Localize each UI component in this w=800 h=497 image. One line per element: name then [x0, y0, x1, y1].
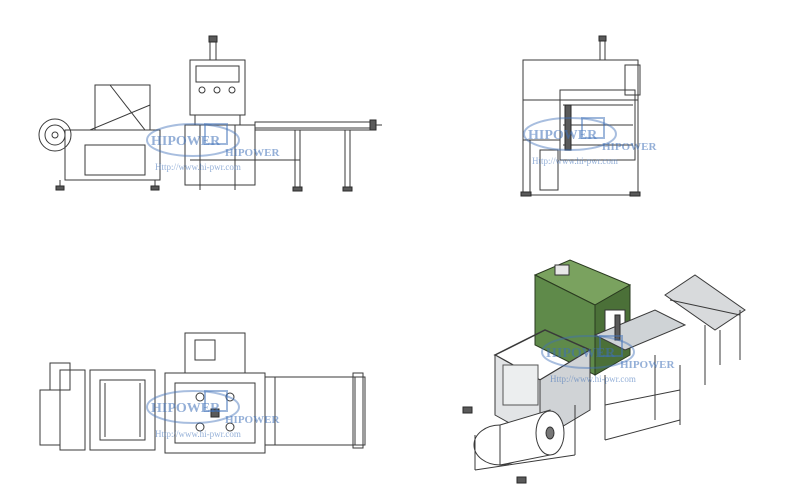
watermark-url: Http://www.hi-pwr.com [155, 429, 241, 439]
side-view [515, 30, 655, 200]
isometric-view [455, 255, 755, 490]
hipower-logo: HIPOWER HIPOWER Http://www.hi-pwr.com [541, 335, 675, 384]
hipower-logo: HIPOWER HIPOWER Http://www.hi-pwr.com [146, 123, 280, 172]
watermark-brand-left: HIPOWER [151, 134, 221, 149]
side-view-drawing [520, 35, 641, 197]
plan-view [35, 325, 375, 455]
watermark-url: Http://www.hi-pwr.com [532, 156, 618, 166]
watermark-iso: HIPOWER HIPOWER Http://www.hi-pwr.com [540, 330, 690, 386]
isometric-view-drawing [462, 259, 746, 484]
watermark-brand: HIPOWER [225, 147, 280, 159]
hipower-logo: HIPOWER HIPOWER Http://www.hi-pwr.com [523, 117, 657, 166]
hipower-logo: HIPOWER HIPOWER Http://www.hi-pwr.com [146, 390, 280, 439]
plan-view-drawing [39, 332, 366, 454]
watermark-url: Http://www.hi-pwr.com [550, 374, 636, 384]
watermark-brand: HIPOWER [620, 359, 675, 371]
watermark-brand-left: HIPOWER [151, 401, 221, 416]
watermark-front: HIPOWER HIPOWER Http://www.hi-pwr.com [145, 118, 295, 174]
watermark-side: HIPOWER HIPOWER Http://www.hi-pwr.com [522, 112, 672, 168]
watermark-plan: HIPOWER HIPOWER Http://www.hi-pwr.com [145, 385, 295, 441]
watermark-brand: HIPOWER [602, 141, 657, 153]
front-view-drawing [38, 35, 382, 192]
watermark-brand-left: HIPOWER [546, 346, 616, 361]
watermark-brand: HIPOWER [225, 414, 280, 426]
front-view [30, 30, 390, 205]
watermark-brand-left: HIPOWER [528, 128, 598, 143]
watermark-url: Http://www.hi-pwr.com [155, 162, 241, 172]
